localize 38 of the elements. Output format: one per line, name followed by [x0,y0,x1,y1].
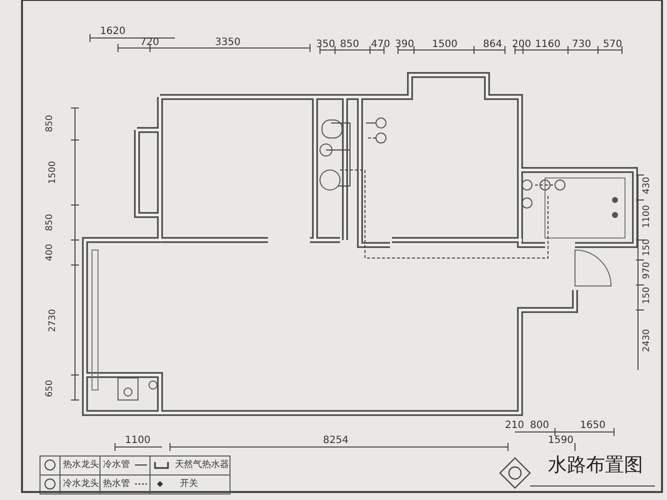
dimension-label: 1620 [100,26,126,37]
dimension-label: 850 [45,214,56,232]
diagram-title: 水路布置图 [548,453,643,478]
dimension-label: 1500 [48,161,59,184]
dimension-label: 430 [642,176,654,194]
dimension-label: 2730 [48,309,59,332]
dimension-label: 800 [530,420,550,431]
dimension-label: 400 [45,244,56,262]
dimension-label: 1100 [642,205,653,228]
dimension-label: 8254 [323,435,348,446]
dimension-label: 1100 [125,435,150,446]
dimension-label: 850 [340,39,360,50]
dimension-label: 650 [45,380,56,398]
dimension-label: 1160 [535,39,560,50]
legend-label: 开关 [180,479,198,490]
dimension-label: 864 [483,39,502,50]
legend-label: 热水管 [103,479,130,490]
legend-label: 天然气热水器 [175,460,229,471]
legend-label: 冷水龙头 [63,479,99,490]
dimension-label: 730 [572,39,592,50]
dimension-label: 970 [642,262,654,280]
dimension-label: 2430 [642,329,653,352]
dimension-label: 350 [316,39,336,50]
dimension-label: 1590 [548,435,574,446]
dimension-label: 150 [642,286,654,304]
dimension-label: 850 [45,114,56,132]
dimension-label: 150 [642,238,654,256]
legend-label: 冷水管 [103,460,130,471]
dimension-label: 1650 [580,420,606,431]
dimension-label: 210 [505,420,524,431]
dimension-label: 720 [140,37,160,48]
dimension-label: 3350 [215,37,240,48]
dimension-label: 200 [512,39,532,50]
dimension-label: 1500 [432,39,458,50]
dimension-label: 470 [371,39,390,50]
legend-label: 热水龙头 [63,460,99,471]
dimension-label: 570 [603,39,622,50]
dimension-label: 390 [395,39,414,50]
